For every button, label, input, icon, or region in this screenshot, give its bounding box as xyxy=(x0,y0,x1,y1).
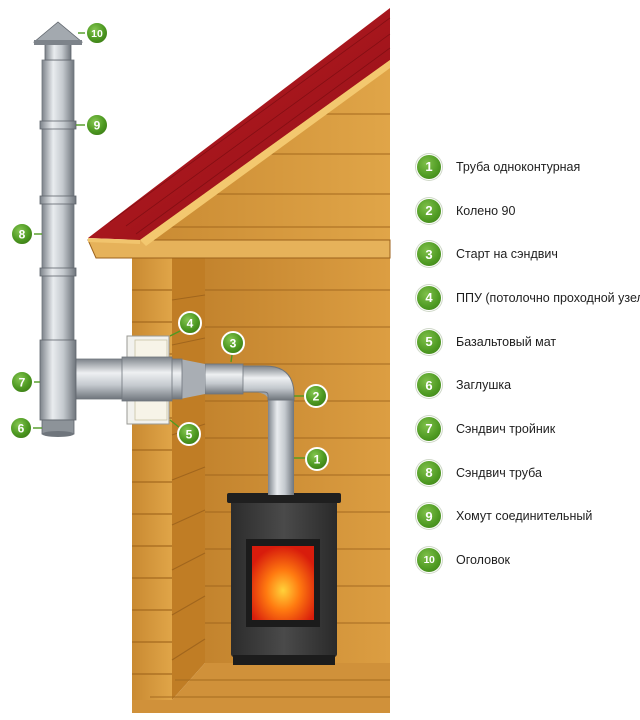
legend-item-4: 4 ППУ (потолочно проходной узел) xyxy=(417,276,640,320)
end-cap-bottom xyxy=(42,431,74,437)
legend-number-badge: 9 xyxy=(417,504,441,529)
stove-base xyxy=(233,655,335,665)
legend-number-badge: 3 xyxy=(417,242,441,267)
callout-10-number: 10 xyxy=(91,28,103,40)
stove xyxy=(227,493,341,665)
callout-9-number: 9 xyxy=(94,119,101,133)
legend-item-2: 2 Колено 90 xyxy=(417,189,639,233)
roof xyxy=(88,8,390,240)
callout-2-number: 2 xyxy=(313,390,320,404)
callout-7: 7 xyxy=(10,370,34,394)
start-sandwich-cone xyxy=(180,359,205,399)
legend-number-badge: 10 xyxy=(417,548,441,573)
legend-item-7: 7 Сэндвич тройник xyxy=(417,407,639,451)
basalt-mat-bottom xyxy=(134,399,168,421)
legend-label: Колено 90 xyxy=(456,203,516,218)
legend-item-1: 1 Труба одноконтурная xyxy=(417,145,639,189)
soffit xyxy=(87,239,391,259)
roof-shingle-lines xyxy=(109,17,391,235)
legend-number-badge: 6 xyxy=(417,373,441,398)
pipes xyxy=(32,21,295,495)
legend-item-5: 5 Базальтовый мат xyxy=(417,320,639,364)
legend-label: Труба одноконтурная xyxy=(456,159,581,174)
connecting-clamp-upper xyxy=(39,120,77,130)
legend-label: Базальтовый мат xyxy=(456,334,557,349)
connecting-clamp-lower xyxy=(39,267,77,277)
legend-number-badge: 5 xyxy=(417,329,441,354)
chimney-cap-neck xyxy=(44,43,72,61)
callout-5: 5 xyxy=(177,422,201,446)
legend-label: Заглушка xyxy=(456,378,512,393)
legend-label: Сэндвич тройник xyxy=(456,421,556,436)
callout-4: 4 xyxy=(178,311,202,335)
callout-1-number: 1 xyxy=(314,453,321,467)
exterior-wall xyxy=(132,258,172,713)
legend-number-badge: 8 xyxy=(417,460,441,485)
elbow-90-outer xyxy=(239,365,295,401)
legend-label: ППУ (потолочно проходной узел) xyxy=(456,290,640,305)
callout-10: 10 xyxy=(85,21,109,45)
callout-3-number: 3 xyxy=(230,337,237,351)
floor xyxy=(132,663,390,713)
callout-8: 8 xyxy=(10,222,34,246)
pass-through-collar xyxy=(121,356,173,402)
legend-number-badge: 4 xyxy=(417,285,441,310)
stove-fire-window xyxy=(252,546,314,620)
legend-item-3: 3 Старт на сэндвич xyxy=(417,232,639,276)
callout-9: 9 xyxy=(85,113,109,137)
callout-1: 1 xyxy=(305,447,329,471)
gable-planks xyxy=(158,113,390,228)
callout-5-number: 5 xyxy=(186,428,193,442)
callout-6-number: 6 xyxy=(18,422,25,436)
legend-item-9: 9 Хомут соединительный xyxy=(417,495,639,539)
start-sandwich xyxy=(204,363,244,395)
stove-top xyxy=(227,493,341,503)
chimney-cap-hood xyxy=(32,21,84,43)
floor-planks xyxy=(150,679,390,698)
legend: 1 Труба одноконтурная 2 Колено 90 3 Стар… xyxy=(417,145,640,582)
legend-number-badge: 2 xyxy=(417,198,441,223)
legend-label: Хомут соединительный xyxy=(456,509,593,524)
sandwich-pipe-vertical xyxy=(41,59,75,351)
legend-item-8: 8 Сэндвич труба xyxy=(417,451,639,495)
callout-8-number: 8 xyxy=(19,228,26,242)
legend-item-10: 10 Оголовок xyxy=(417,538,639,582)
callout-7-number: 7 xyxy=(19,376,26,390)
callout-3: 3 xyxy=(221,331,245,355)
roof-fascia xyxy=(140,60,390,246)
roof-edge xyxy=(88,238,140,244)
legend-label: Старт на сэндвич xyxy=(456,247,558,262)
connecting-clamp-middle xyxy=(39,195,77,205)
legend-label: Оголовок xyxy=(456,553,510,568)
sandwich-tee xyxy=(39,339,77,421)
legend-label: Сэндвич труба xyxy=(456,465,542,480)
chimney-cap-rim xyxy=(34,40,82,45)
legend-number-badge: 1 xyxy=(417,154,441,179)
callout-4-number: 4 xyxy=(187,317,194,331)
legend-item-6: 6 Заглушка xyxy=(417,363,639,407)
single-wall-pipe xyxy=(268,393,294,495)
callout-6: 6 xyxy=(9,416,33,440)
callout-2: 2 xyxy=(304,384,328,408)
legend-number-badge: 7 xyxy=(417,416,441,441)
callouts: 1 2 3 4 5 6 7 8 xyxy=(9,21,329,471)
